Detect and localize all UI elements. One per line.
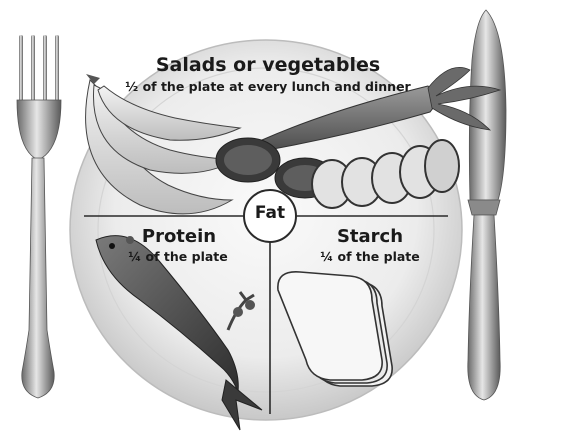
protein-subtitle: ¼ of the plate bbox=[126, 249, 230, 264]
starch-title: Starch bbox=[318, 226, 422, 247]
starch-subtitle: ¼ of the plate bbox=[302, 249, 438, 264]
fork-icon bbox=[17, 35, 61, 398]
fat-label: Fat bbox=[244, 203, 296, 223]
vegetables-subtitle: ½ of the plate at every lunch and dinner bbox=[120, 79, 416, 94]
protein-title: Protein bbox=[136, 226, 222, 247]
vegetables-title: Salads or vegetables bbox=[120, 54, 416, 76]
knife-icon bbox=[468, 10, 506, 400]
